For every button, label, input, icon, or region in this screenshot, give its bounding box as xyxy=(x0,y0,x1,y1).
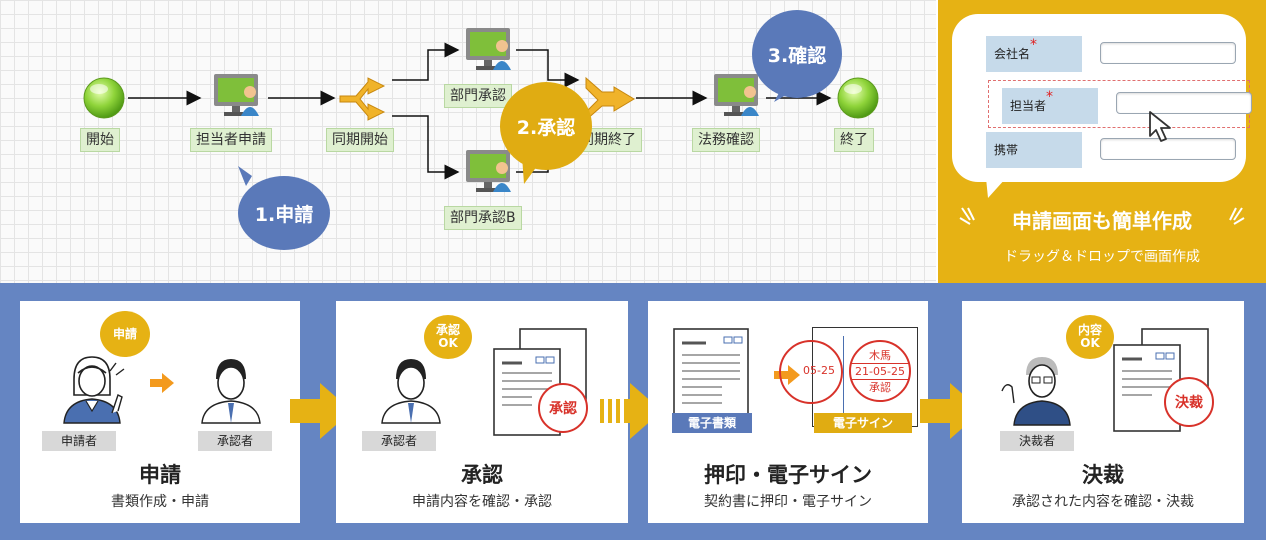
person-in-charge-label: 担当者* xyxy=(1002,88,1098,124)
computer-user-icon[interactable] xyxy=(210,72,266,120)
company-name-label: 会社名* xyxy=(986,36,1082,72)
callout-tail xyxy=(238,166,252,186)
form-preview-card: 会社名* 担当者* 携帯 xyxy=(952,14,1252,182)
step-desc: 申請内容を確認・承認 xyxy=(412,494,552,510)
callout-approve: 2.承認 xyxy=(500,82,592,170)
step-arrow-icon xyxy=(290,383,352,439)
approval-stamp: 承認 xyxy=(538,383,588,433)
step-sign-card: 05-25 木馬 21-05-25 承認 電子書類 電子サイン 押印・電子サイン… xyxy=(648,301,928,523)
card-tail xyxy=(986,178,1006,198)
step-title: 承認 xyxy=(461,463,503,487)
end-node-label[interactable]: 終了 xyxy=(834,128,874,152)
step-title: 申請 xyxy=(139,463,181,487)
panel-subtitle: ドラッグ＆ドロップで画面作成 xyxy=(1004,249,1200,265)
sync-start-label[interactable]: 同期開始 xyxy=(326,128,394,152)
dept-approval-a-label[interactable]: 部門承認 xyxy=(444,84,512,108)
person-in-charge-input[interactable] xyxy=(1116,92,1252,114)
join-icon[interactable] xyxy=(584,76,636,122)
callout-confirm: 3.確認 xyxy=(752,10,842,98)
applicant-tag: 申請者 xyxy=(42,431,116,451)
step-desc: 承認された内容を確認・決裁 xyxy=(1012,494,1194,510)
computer-user-icon[interactable] xyxy=(462,26,518,74)
e-document-tag: 電子書類 xyxy=(672,413,752,433)
step-desc: 書類作成・申請 xyxy=(111,494,209,510)
computer-user-icon[interactable] xyxy=(710,72,766,120)
exclaim-lines-icon xyxy=(109,362,125,376)
decision-stamp: 決裁 xyxy=(1164,377,1214,427)
step-apply-card: 申請 申請者 承認者 申請 書類作成・申請 xyxy=(20,301,300,523)
decision-maker-icon xyxy=(1001,357,1071,426)
approver-man-icon xyxy=(201,359,261,424)
sparkle-right-icon xyxy=(1229,207,1245,225)
seal-document: 05-25 木馬 21-05-25 承認 xyxy=(779,327,918,427)
step-title: 押印・電子サイン xyxy=(704,463,872,487)
step-desc: 契約書に押印・電子サイン xyxy=(704,494,872,510)
legal-check-label[interactable]: 法務確認 xyxy=(692,128,760,152)
dept-approval-b-label[interactable]: 部門承認B xyxy=(444,206,522,230)
start-node-icon[interactable] xyxy=(82,76,126,120)
approver-tag: 承認者 xyxy=(198,431,272,451)
sparkle-left-icon xyxy=(959,207,975,225)
process-steps: 申請 申請者 承認者 申請 書類作成・申請 xyxy=(0,283,1266,540)
date-seal: 木馬 21-05-25 承認 xyxy=(849,340,911,402)
mobile-input[interactable] xyxy=(1100,138,1236,160)
applicant-woman-icon xyxy=(63,356,123,424)
company-name-input[interactable] xyxy=(1100,42,1236,64)
panel-title: 申請画面も簡単作成 xyxy=(1012,209,1192,233)
mouse-cursor-icon xyxy=(1149,111,1171,142)
mobile-label: 携帯 xyxy=(986,132,1082,168)
end-node-icon[interactable] xyxy=(836,76,880,120)
seal-divider xyxy=(843,336,844,420)
step-arrow-icon xyxy=(600,383,662,439)
e-sign-tag: 電子サイン xyxy=(814,413,912,433)
callout-apply: 1.申請 xyxy=(238,176,330,250)
approver-tag: 承認者 xyxy=(362,431,436,451)
partial-seal: 05-25 xyxy=(779,340,843,404)
computer-user-icon[interactable] xyxy=(462,148,518,196)
step-title: 決裁 xyxy=(1082,463,1124,487)
speech-bubble: 申請 xyxy=(100,311,150,357)
step-arrow-icon xyxy=(920,383,982,439)
fork-icon[interactable] xyxy=(338,77,390,121)
arrow-right-icon xyxy=(150,373,174,393)
applicant-apply-label[interactable]: 担当者申請 xyxy=(190,128,272,152)
e-document-icon xyxy=(673,328,749,424)
start-node-label[interactable]: 開始 xyxy=(80,128,120,152)
form-builder-panel: 会社名* 担当者* 携帯 申請画面も簡単作成 ドラッグ＆ドロップで画面作成 xyxy=(938,0,1266,283)
approver-man-icon xyxy=(381,359,441,424)
workflow-canvas: 開始 担当者申請 同期開始 部門承認 部門承認B 同期終了 xyxy=(0,0,936,283)
decision-maker-tag: 決裁者 xyxy=(1000,431,1074,451)
